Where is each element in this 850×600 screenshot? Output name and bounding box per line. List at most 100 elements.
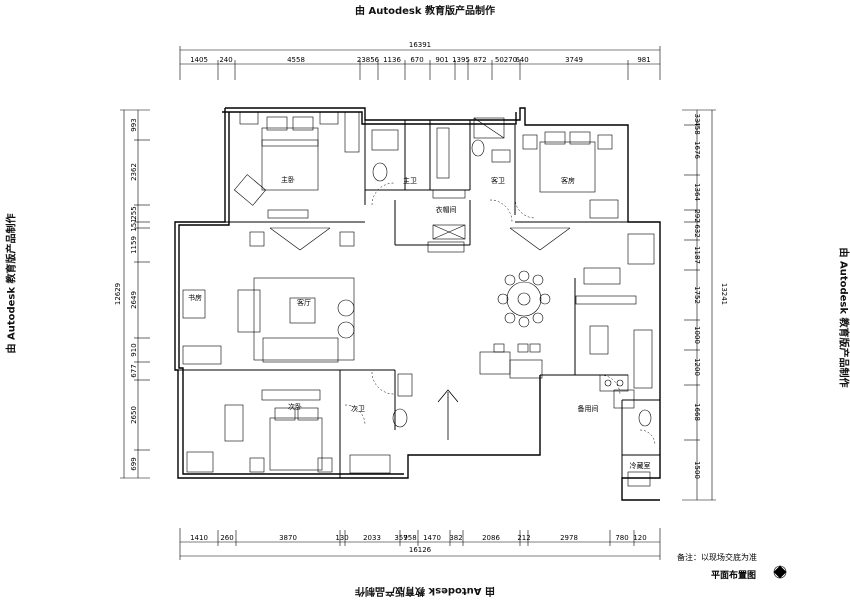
left_segments-label: 910 — [130, 343, 138, 356]
right_segments-label: 1668 — [693, 403, 701, 421]
room-master-bath: 主卫 — [403, 176, 417, 185]
top_segments-label: 901 — [435, 56, 448, 64]
ceiling-lamp-1 — [250, 232, 264, 246]
second-bath-cabinet — [398, 374, 412, 396]
service-toilet — [639, 410, 651, 426]
right_segments-label: 1000 — [693, 326, 701, 344]
dining-table — [507, 282, 541, 316]
bottom_segments-label: 130 — [335, 534, 348, 542]
chair-round-1 — [338, 300, 354, 316]
master-bath-vanity — [372, 130, 398, 150]
bottom_segments-label: 2033 — [363, 534, 381, 542]
sofa — [263, 338, 338, 362]
master-tv-cabinet — [268, 210, 308, 218]
armchair — [238, 290, 260, 332]
left_segments-label: 255 — [130, 206, 138, 219]
master-toilet — [373, 163, 387, 181]
bottom_segments-label: 3870 — [279, 534, 297, 542]
dim-left-total: 12629 — [114, 283, 122, 305]
left_segments-label: 151 — [130, 218, 138, 231]
appliance-cabinet — [480, 352, 510, 374]
right_segments-label: 1187 — [693, 246, 701, 264]
top_segments-label: 1136 — [383, 56, 401, 64]
right_segments-label: 458 — [693, 121, 701, 134]
right-ticks — [682, 110, 716, 500]
living-rug — [254, 278, 354, 360]
guest-desk — [590, 200, 618, 218]
room-guest-bath: 客卫 — [491, 176, 505, 185]
room-second-bath: 次卫 — [351, 404, 365, 413]
left_segments-label: 2650 — [130, 406, 138, 424]
room-second-bedroom: 次卧 — [288, 402, 302, 411]
second-bed — [250, 408, 332, 472]
storage-shelf — [628, 472, 650, 486]
second-tv-cabinet — [262, 390, 320, 400]
bottom-ticks — [180, 528, 660, 560]
bottom_segments-label: 120 — [633, 534, 646, 542]
ceiling-lamp-2 — [340, 232, 354, 246]
remark-note: 备注：以现场交底为准 — [677, 552, 757, 563]
dim-right-total: 13241 — [720, 283, 728, 305]
second-wardrobe — [225, 405, 243, 441]
interior-walls — [178, 120, 660, 478]
master-bath-cabinet — [437, 128, 449, 178]
drawing-title: 平面布置图 — [711, 571, 756, 581]
kitchen-tall-cabinet — [634, 330, 652, 388]
left_segments-label: 699 — [130, 457, 138, 470]
room-cloakroom: 衣帽间 — [436, 205, 457, 214]
room-labels: 主卧 主卫 衣帽间 客卫 客房 书房 客厅 次卧 次卫 备用间 冷藏室 — [188, 175, 651, 470]
left_segments-label: 2362 — [130, 163, 138, 181]
guest-basin — [492, 150, 510, 162]
top_segments-label: 1405 — [190, 56, 208, 64]
dim-bottom-total: 16126 — [409, 546, 432, 554]
right_segments-label: 1364 — [693, 183, 701, 201]
top_segments-label: 50270 — [495, 56, 517, 64]
cloakroom-shelf — [433, 190, 465, 198]
kitchen-counter-top — [576, 296, 636, 304]
master-wardrobe — [345, 112, 359, 152]
chair-round-2 — [338, 322, 354, 338]
top_segments-label: 981 — [637, 56, 650, 64]
left_segments-label: 2649 — [130, 291, 138, 309]
study-cabinet — [183, 346, 221, 364]
kitchen-fridge — [628, 234, 654, 264]
service-cabinet — [614, 390, 634, 408]
title-block: 平面布置图 — [711, 563, 756, 582]
top_segments-label: 4558 — [287, 56, 305, 64]
second-desk — [187, 452, 213, 472]
right_segments-label: 292 — [693, 209, 701, 222]
right_segments-label: 1676 — [693, 141, 701, 159]
bottom_segments-label: 2086 — [482, 534, 500, 542]
second-bath-vanity — [350, 455, 390, 473]
kitchen-upper-cabinet — [584, 268, 620, 284]
right_segments-label: 1752 — [693, 286, 701, 304]
room-study: 书房 — [188, 293, 202, 302]
bottom_segments-label: 780 — [615, 534, 628, 542]
sink-cabinet — [510, 360, 542, 378]
bottom_segments-label: 1470 — [423, 534, 441, 542]
guest-toilet — [472, 140, 484, 156]
bottom_segments-label: 212 — [517, 534, 530, 542]
room-master-bedroom: 主卧 — [281, 175, 295, 184]
bottom_segments-label: 382 — [449, 534, 462, 542]
top_segments-label: 640 — [515, 56, 528, 64]
bottom_segments-label: 1410 — [190, 534, 208, 542]
room-storage: 冷藏室 — [630, 461, 651, 470]
stove — [600, 375, 628, 391]
left_segments-label: 1159 — [130, 236, 138, 254]
room-kitchen: 备用间 — [578, 404, 599, 413]
dim-top-total: 16391 — [409, 41, 431, 49]
left_segments-label: 993 — [130, 118, 138, 131]
room-living: 客厅 — [297, 298, 311, 307]
bottom_segments-label: 260 — [220, 534, 233, 542]
bottom_segments-label: 958 — [403, 534, 416, 542]
right_segments-label: 632 — [693, 224, 701, 237]
cloakroom-base — [428, 242, 464, 252]
top_segments-label: 240 — [219, 56, 232, 64]
right_segments-label: 1500 — [693, 461, 701, 479]
top_segments-label: 23856 — [357, 56, 380, 64]
master-armchair — [234, 175, 265, 206]
left_segments-label: 677 — [130, 364, 138, 377]
kitchen-island — [590, 326, 608, 354]
right_segments-label: 1200 — [693, 358, 701, 376]
